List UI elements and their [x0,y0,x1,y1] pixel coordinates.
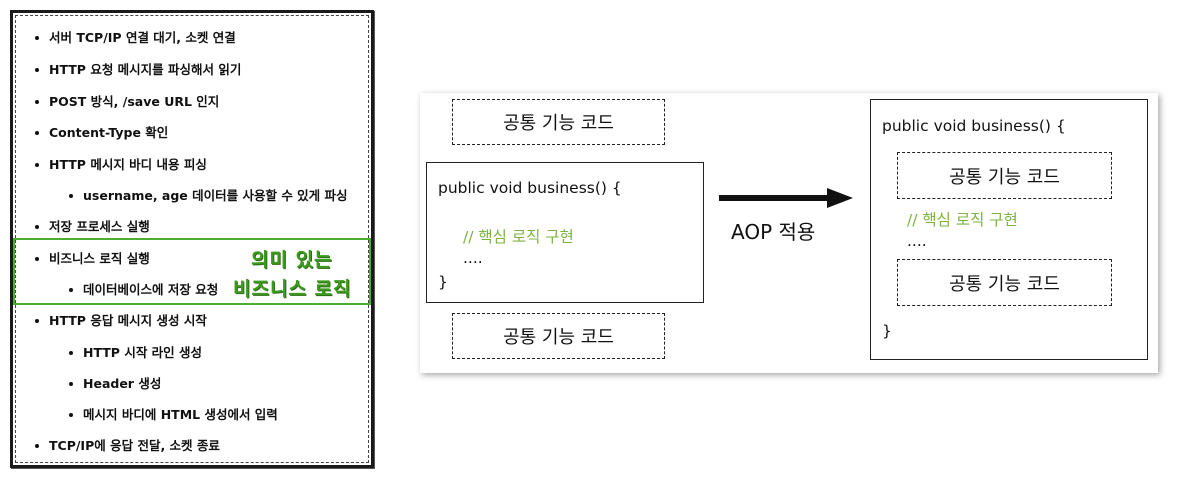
before-common-code-top: 공통 기능 코드 [452,99,665,145]
step-item: TCP/IP에 응답 전달, 소켓 종료 [35,435,220,454]
bullet-icon [69,193,73,198]
bullet-icon [35,224,39,229]
after-common-code-bottom: 공통 기능 코드 [897,259,1112,306]
highlight-label-line1: 의미 있는 [251,249,333,271]
after-ellipsis: .... [907,232,927,250]
after-business-method: public void business() { 공통 기능 코드 // 핵심 … [870,99,1148,360]
after-method-signature: public void business() { [882,117,1066,135]
before-core-logic-comment: // 핵심 로직 구현 [463,228,574,246]
step-item: Header 생성 [69,373,161,392]
step-text: TCP/IP에 응답 전달, 소켓 종료 [49,438,220,453]
after-common-code-top: 공통 기능 코드 [897,152,1112,199]
request-processing-steps: 서버 TCP/IP 연결 대기, 소켓 연결 HTTP 요청 메시지를 파싱해서 … [10,10,374,468]
step-text: Header 생성 [83,376,162,391]
step-text: 메시지 바디에 HTML 생성에서 입력 [83,407,278,422]
bullet-icon [35,67,39,72]
step-text: HTTP 응답 메시지 생성 시작 [49,313,207,328]
arrow-line [719,195,829,201]
bullet-icon [35,130,39,135]
aop-apply-label: AOP 적용 [731,220,816,244]
step-text: HTTP 시작 라인 생성 [83,345,203,360]
bullet-icon [69,350,73,355]
after-closing-brace: } [882,322,892,340]
step-text: 서버 TCP/IP 연결 대기, 소켓 연결 [49,30,236,45]
arrow-right-icon [827,188,853,208]
bullet-icon [35,162,39,167]
step-item: 데이터베이스에 저장 요청 [69,279,218,298]
step-item: Content-Type 확인 [35,122,168,141]
before-closing-brace: } [438,273,448,291]
step-item: HTTP 메시지 바디 내용 피싱 [35,154,207,173]
bullet-icon [69,412,73,417]
before-business-method: public void business() { // 핵심 로직 구현 ...… [426,162,704,303]
aop-diagram: 공통 기능 코드 public void business() { // 핵심 … [420,93,1158,373]
step-item: HTTP 응답 메시지 생성 시작 [35,310,207,329]
bullet-icon [35,318,39,323]
bullet-icon [69,287,73,292]
bullet-icon [35,35,39,40]
step-text: Content-Type 확인 [49,125,169,140]
step-item: 저장 프로세스 실행 [35,216,150,235]
bullet-icon [35,443,39,448]
step-text: HTTP 메시지 바디 내용 피싱 [49,157,207,172]
business-logic-highlight [13,238,371,305]
step-item: 서버 TCP/IP 연결 대기, 소켓 연결 [35,27,236,46]
step-item: 비즈니스 로직 실행 [35,248,150,267]
before-method-signature: public void business() { [438,179,622,197]
step-item: username, age 데이터를 사용할 수 있게 파싱 [69,185,348,204]
bullet-icon [69,381,73,386]
highlight-label-line2: 비즈니스 로직 [233,278,352,300]
bullet-icon [35,99,39,104]
step-text: 저장 프로세스 실행 [49,219,150,234]
step-item: HTTP 요청 메시지를 파싱해서 읽기 [35,59,241,78]
step-item: POST 방식, /save URL 인지 [35,91,219,110]
step-text: username, age 데이터를 사용할 수 있게 파싱 [83,188,348,203]
after-core-logic-comment: // 핵심 로직 구현 [907,211,1018,229]
step-text: 데이터베이스에 저장 요청 [83,282,219,297]
before-common-code-bottom: 공통 기능 코드 [452,313,665,359]
step-text: POST 방식, /save URL 인지 [49,94,220,109]
bullet-icon [35,256,39,261]
step-text: HTTP 요청 메시지를 파싱해서 읽기 [49,62,242,77]
step-item: 메시지 바디에 HTML 생성에서 입력 [69,404,278,423]
step-text: 비즈니스 로직 실행 [49,251,150,266]
before-ellipsis: .... [463,249,483,267]
step-item: HTTP 시작 라인 생성 [69,342,202,361]
